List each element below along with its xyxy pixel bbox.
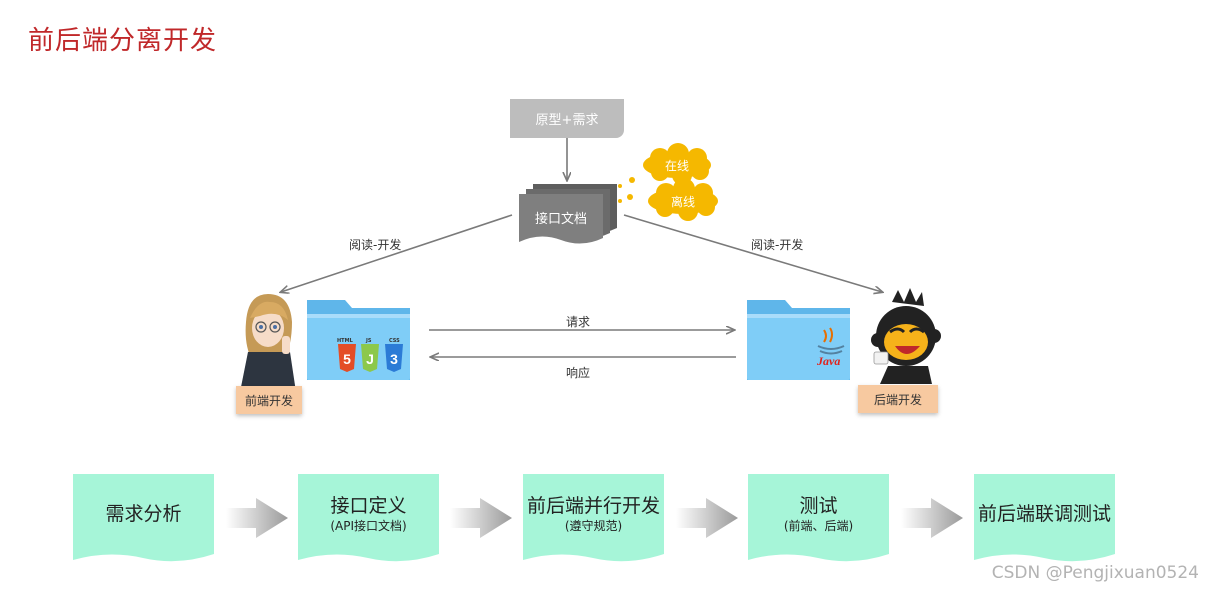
watermark-text: CSDN @Pengjixuan0524 xyxy=(991,563,1199,583)
offline-cloud-icon xyxy=(648,178,718,221)
html5-icon: 5 xyxy=(338,344,356,372)
online-cloud-icon xyxy=(643,143,711,185)
step-title: 测试 xyxy=(799,495,838,517)
backend-folder-icon xyxy=(747,300,850,380)
frontend-dev-tag: 前端开发 xyxy=(236,386,302,414)
css3-icon: 3 xyxy=(385,344,403,372)
flow-arrow-3 xyxy=(676,498,738,538)
html-tag-label: HTML xyxy=(337,338,353,344)
step-background xyxy=(73,474,214,562)
svg-text:5: 5 xyxy=(343,351,351,367)
online-label: 在线 xyxy=(664,159,689,173)
response-label: 响应 xyxy=(566,366,591,380)
read-left-arrow xyxy=(281,214,513,292)
step-subtitle: (API接口文档) xyxy=(330,519,407,533)
step-title: 接口定义 xyxy=(330,495,407,517)
java-icon xyxy=(817,327,845,355)
step-title: 前后端联调测试 xyxy=(977,503,1111,525)
js-tag-label: JS xyxy=(366,338,372,344)
svg-text:3: 3 xyxy=(390,351,398,367)
backend-dev-tag: 后端开发 xyxy=(858,385,938,413)
prototype-requirements-label: 原型+需求 xyxy=(535,113,599,128)
step-testing: 测试 (前端、后端) xyxy=(748,474,889,562)
step-subtitle: (遵守规范) xyxy=(564,519,623,533)
flow-arrow-1 xyxy=(226,498,288,538)
prototype-requirements-box: 原型+需求 xyxy=(510,99,624,138)
flow-arrow-2 xyxy=(450,498,512,538)
step-subtitle: (前端、后端) xyxy=(783,519,854,533)
cloud-dots xyxy=(618,177,635,203)
step-background xyxy=(523,474,664,562)
step-parallel-development: 前后端并行开发 (遵守规范) xyxy=(523,474,664,562)
frontend-developer-avatar xyxy=(240,294,296,392)
step-background xyxy=(974,474,1115,562)
js-icon: J xyxy=(361,344,379,372)
svg-text:J: J xyxy=(366,351,374,367)
step-title: 需求分析 xyxy=(105,503,182,525)
step-interface-definition: 接口定义 (API接口文档) xyxy=(298,474,439,562)
css-tag-label: CSS xyxy=(389,338,400,344)
step-requirements-analysis: 需求分析 xyxy=(73,474,214,562)
read-right-arrow xyxy=(623,214,882,292)
offline-label: 离线 xyxy=(670,195,695,209)
step-integration-testing: 前后端联调测试 xyxy=(974,474,1115,562)
step-background xyxy=(748,474,889,562)
api-doc-label: 接口文档 xyxy=(534,212,587,227)
backend-developer-avatar xyxy=(871,288,941,384)
doc-stack-icon xyxy=(519,184,617,244)
flow-arrow-4 xyxy=(901,498,963,538)
page-title: 前后端分离开发 xyxy=(28,26,218,56)
read-dev-left-label: 阅读-开发 xyxy=(349,238,402,252)
java-label: Java xyxy=(817,354,841,368)
step-background xyxy=(298,474,439,562)
request-label: 请求 xyxy=(566,315,591,329)
step-title: 前后端并行开发 xyxy=(526,495,660,517)
read-dev-right-label: 阅读-开发 xyxy=(751,238,804,252)
frontend-folder-icon: 5 J 3 xyxy=(307,300,410,380)
